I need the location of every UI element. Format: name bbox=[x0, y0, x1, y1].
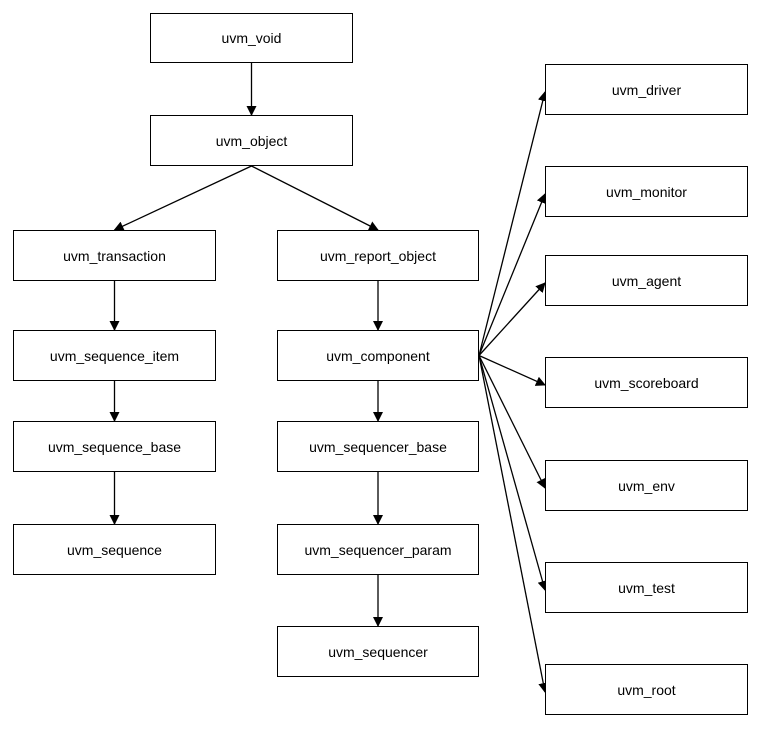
node-uvm-env: uvm_env bbox=[545, 460, 748, 511]
node-uvm-void: uvm_void bbox=[150, 13, 353, 63]
node-uvm-test: uvm_test bbox=[545, 562, 748, 613]
arrow-uvm-component-to-uvm-root bbox=[478, 355, 549, 693]
arrow-uvm-component-to-uvm-scoreboard bbox=[478, 354, 546, 386]
node-uvm-sequencer-base: uvm_sequencer_base bbox=[277, 421, 479, 472]
arrow-uvm-component-to-uvm-test bbox=[478, 355, 548, 591]
arrow-uvm-component-to-uvm-monitor bbox=[478, 193, 547, 356]
node-uvm-sequence-base: uvm_sequence_base bbox=[13, 421, 216, 472]
arrow-uvm-component-to-uvm-env bbox=[478, 355, 546, 489]
node-uvm-sequence-item: uvm_sequence_item bbox=[13, 330, 216, 381]
arrow-uvm-object-to-uvm-transaction bbox=[113, 165, 252, 231]
arrow-uvm-component-to-uvm-agent bbox=[478, 282, 546, 356]
node-uvm-object: uvm_object bbox=[150, 115, 353, 166]
node-uvm-scoreboard: uvm_scoreboard bbox=[545, 357, 748, 408]
node-uvm-agent: uvm_agent bbox=[545, 255, 748, 306]
node-uvm-component: uvm_component bbox=[277, 330, 479, 381]
node-uvm-report-object: uvm_report_object bbox=[277, 230, 479, 281]
node-uvm-sequencer-param: uvm_sequencer_param bbox=[277, 524, 479, 575]
node-uvm-monitor: uvm_monitor bbox=[545, 166, 748, 217]
node-uvm-transaction: uvm_transaction bbox=[13, 230, 216, 281]
arrow-uvm-component-to-uvm-driver bbox=[478, 91, 548, 356]
arrow-uvm-object-to-uvm-report-object bbox=[251, 165, 379, 231]
node-uvm-sequencer: uvm_sequencer bbox=[277, 626, 479, 677]
node-uvm-root: uvm_root bbox=[545, 664, 748, 715]
node-uvm-sequence: uvm_sequence bbox=[13, 524, 216, 575]
node-uvm-driver: uvm_driver bbox=[545, 64, 748, 115]
